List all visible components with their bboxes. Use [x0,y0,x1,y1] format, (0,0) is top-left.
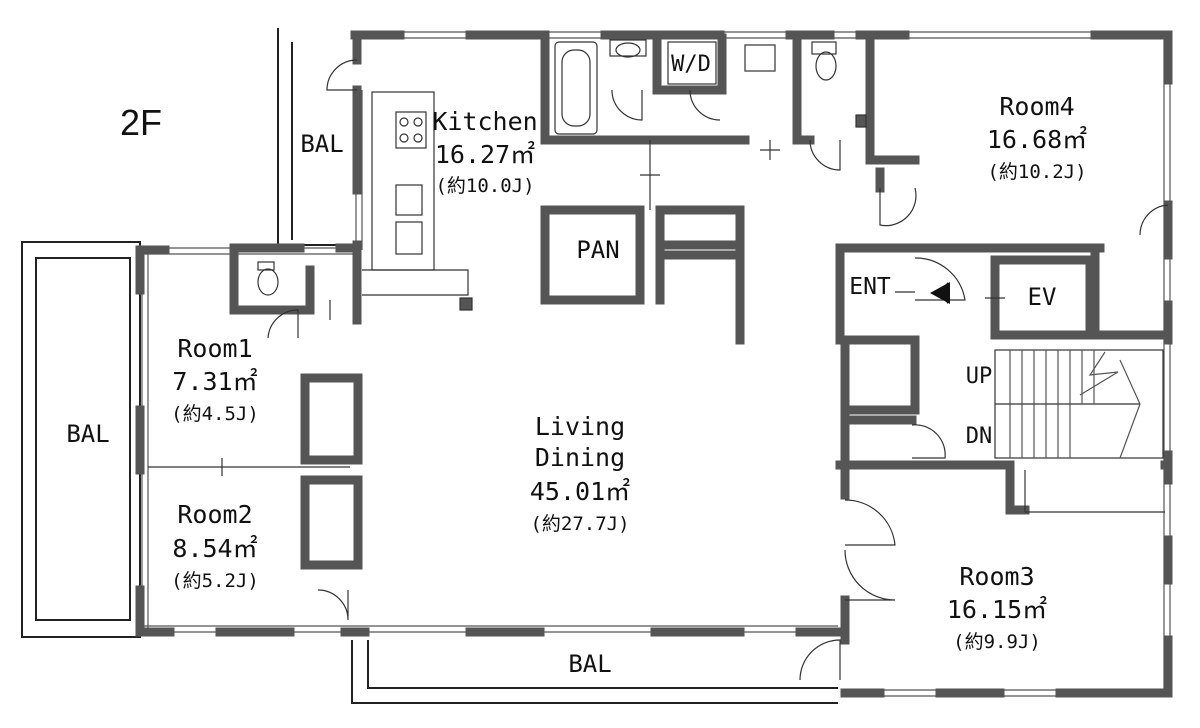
tick-marks [148,140,1005,476]
fixtures [257,39,1165,513]
room3-area: 16.15㎡ [947,595,1047,624]
living-jo: (約27.7J) [530,513,629,535]
room3-jo: (約9.9J) [953,631,1041,653]
floor-label: 2F [120,102,162,143]
washer-dryer-label: W/D [671,52,711,77]
kitchen-area: 16.27㎡ [435,140,535,169]
room2-jo: (約5.2J) [171,570,259,592]
stairs-up-label: UP [966,364,993,389]
kitchen-jo: (約10.0J) [435,175,534,197]
room1-name: Room1 [177,334,252,363]
entrance-label: ENT [849,274,891,300]
balcony-top-label: BAL [300,130,343,158]
entrance-arrow-head [930,282,950,304]
room4-jo: (約10.2J) [987,161,1086,183]
stair-treads [1009,350,1141,459]
dining-name: Dining [535,443,625,472]
door-swings [267,59,1169,681]
living-name: Living [535,412,625,441]
elevator-label: EV [1028,283,1057,311]
room2-name: Room2 [177,500,252,529]
stairs-down-label: DN [966,424,993,449]
kitchen-name: Kitchen [432,107,537,136]
living-area: 45.01㎡ [530,477,630,506]
pantry-label: PAN [576,236,619,264]
room2-area: 8.54㎡ [172,534,257,563]
room1-jo: (約4.5J) [171,403,259,425]
room4-name: Room4 [999,92,1074,121]
room3-name: Room3 [959,562,1034,591]
balcony-bottom-label: BAL [568,650,611,678]
balcony-left-label: BAL [66,420,109,448]
room4-area: 16.68㎡ [987,125,1087,154]
room1-area: 7.31㎡ [172,367,257,396]
